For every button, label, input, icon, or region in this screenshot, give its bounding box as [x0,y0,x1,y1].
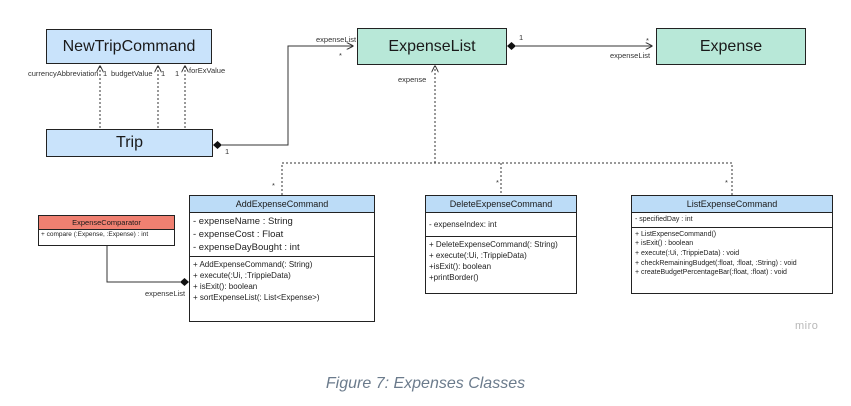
assoc-trip-expense-list [222,46,353,146]
label-trip-expense-list-mult: * [339,51,342,60]
expense-comparator-title: ExpenseComparator [39,216,174,230]
delete-expense-command-title: DeleteExpenseCommand [426,196,576,213]
add-expense-command-class: AddExpenseCommand - expenseName : String… [189,195,375,322]
comparator-composition-diamond [180,278,189,286]
delete-expense-command-class: DeleteExpenseCommand - expenseIndex: int… [425,195,577,294]
label-add-star: * [272,181,275,190]
trip-label: Trip [116,134,143,151]
expense-list-composition-diamond [507,42,516,50]
label-budget-value: budgetValue [111,69,153,78]
label-delete-star: * [496,178,499,187]
connectors [0,42,733,286]
expense-comparator-methods: + compare (:Expense, :Expense) : int [39,230,174,241]
expense-box: Expense [656,28,806,65]
assoc-comparator-add [106,246,180,283]
attribute: - expenseDayBought : int [193,242,300,254]
attribute: - expenseName : String [193,216,293,227]
label-trip-expense-list: expenseList [316,35,357,44]
dep-commands-bar [281,162,733,195]
figure-caption: Figure 7: Expenses Classes [325,375,526,392]
new-trip-command-box: NewTripCommand [46,29,212,64]
method: + compare (:Expense, :Expense) : int [41,231,149,238]
method: + checkRemainingBudget(:float, :float, :… [635,259,797,267]
label-currency-mult: 1 [103,69,108,78]
method: + execute(:Ui, :TrippieData) : void [635,249,740,257]
add-expense-command-attributes: - expenseName : String - expenseCost : F… [190,213,374,258]
delete-expense-command-methods: + DeleteExpenseCommand(: String) + execu… [426,237,576,285]
method: + execute(:Ui, :TrippieData) [193,271,291,281]
label-expense-list-one: 1 [519,33,524,42]
label-comparator-role: expenseList [145,289,186,298]
expense-label: Expense [699,37,763,55]
label-expense-role: expense [398,75,427,84]
label-expense-list-role: expenseList [610,51,651,60]
delete-expense-command-attributes: - expenseIndex: int [426,213,576,238]
miro-watermark: miro [795,320,819,332]
list-expense-command-attributes: - specifiedDay : int [632,213,832,228]
trip-box: Trip [46,129,213,157]
list-expense-command-class: ListExpenseCommand - specifiedDay : int … [631,195,833,294]
list-expense-command-methods: + ListExpenseCommand() + isExit() : bool… [632,228,832,280]
label-budget-mult: 1 [161,69,166,78]
label-for-ex-value: forExValue [189,66,226,75]
method: +isExit(): boolean [429,262,492,272]
attribute: - expenseCost : Float [193,229,284,241]
method: + DeleteExpenseCommand(: String) [429,240,558,250]
method: + AddExpenseCommand(: String) [193,260,313,270]
attribute: - expenseIndex: int [429,220,497,229]
label-trip-mult: 1 [225,147,230,156]
label-for-ex-mult: 1 [175,69,180,78]
expense-comparator-class: ExpenseComparator + compare (:Expense, :… [38,215,175,246]
label-list-star: * [725,178,728,187]
label-expense-star: * [646,36,649,45]
list-expense-command-title: ListExpenseCommand [632,196,832,213]
add-expense-command-title: AddExpenseCommand [190,196,374,213]
expense-list-label: ExpenseList [388,37,476,55]
method: + isExit(): boolean [193,282,258,292]
add-expense-command-methods: + AddExpenseCommand(: String) + execute(… [190,257,374,305]
attribute: - specifiedDay : int [635,216,693,223]
method: +printBorder() [429,273,479,283]
method: + ListExpenseCommand() [635,230,717,238]
expense-list-box: ExpenseList [357,28,507,65]
method: + sortExpenseList(: List<Expense>) [193,293,320,303]
new-trip-command-label: NewTripCommand [62,37,196,55]
class-diagram: NewTripCommand Trip ExpenseList Expense … [0,28,833,332]
trip-composition-diamond [213,141,222,149]
method: + createBudgetPercentageBar(:float, :flo… [635,269,787,277]
label-currency-abbreviation: currencyAbbreviation [28,69,99,78]
method: + isExit() : boolean [635,240,694,248]
method: + execute(:Ui, :TrippieData) [429,251,527,261]
